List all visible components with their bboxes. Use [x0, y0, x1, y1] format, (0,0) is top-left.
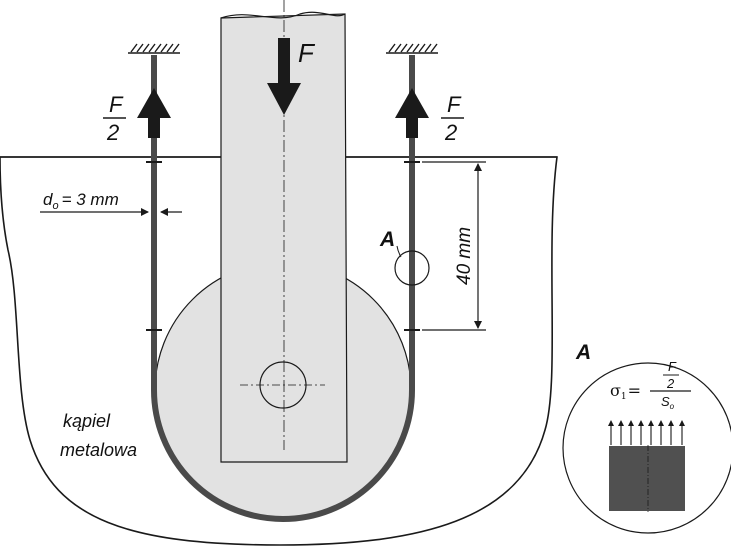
specimen-cross-section: [609, 446, 685, 511]
stress-arrows: [608, 420, 685, 445]
wire-diameter-dimension: do= 3 mm: [40, 190, 182, 216]
svg-text:2: 2: [666, 376, 675, 391]
force-label: F: [298, 38, 316, 68]
stress-formula: σ1= F 2 So: [610, 359, 691, 411]
right-reaction-arrow: [395, 88, 429, 138]
depth-dimension: [422, 161, 486, 331]
right-half-force-label: F 2: [441, 92, 464, 145]
svg-text:2: 2: [106, 120, 119, 145]
test-wire: [151, 55, 415, 522]
detail-a-leader: [396, 245, 402, 258]
svg-text:So: So: [661, 394, 675, 411]
left-half-force-label: F 2: [103, 92, 126, 145]
detail-a-marker-circle: [394, 250, 430, 286]
wire-tick-marks: [146, 161, 420, 331]
depth-label: 40 mm: [454, 227, 475, 285]
detail-a-marker-label: A: [379, 228, 395, 251]
svg-text:F: F: [109, 92, 124, 117]
pin-hole: [259, 361, 307, 409]
left-fixed-support: [128, 43, 180, 54]
bath-label-line1: kąpiel: [63, 411, 111, 431]
bath-label-line2: metalowa: [60, 440, 137, 460]
svg-text:σ1=: σ1=: [610, 381, 641, 402]
svg-text:F: F: [668, 359, 677, 374]
applied-force-arrow: [267, 38, 301, 115]
right-fixed-support: [386, 43, 438, 54]
left-reaction-arrow: [137, 88, 171, 138]
metal-bath-vessel: [0, 156, 558, 546]
plate-break-line: [220, 11, 346, 19]
svg-text:F: F: [447, 92, 462, 117]
svg-text:do= 3 mm: do= 3 mm: [43, 190, 119, 212]
svg-text:2: 2: [444, 120, 457, 145]
loading-plate: [220, 13, 348, 463]
detail-a-label: A: [575, 341, 591, 364]
